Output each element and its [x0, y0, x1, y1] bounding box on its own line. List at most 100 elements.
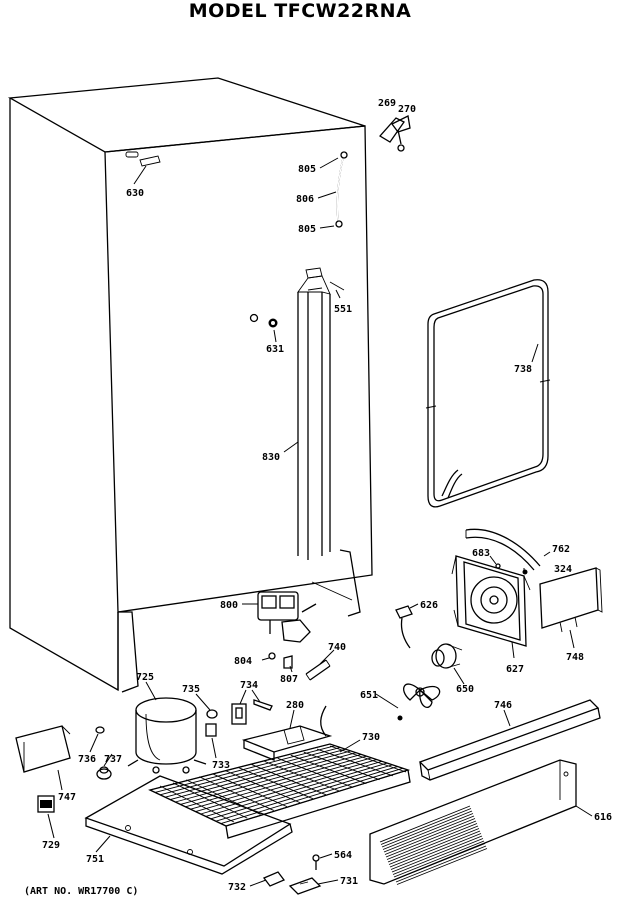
grille-slat: [389, 830, 481, 868]
callout-807: 807: [280, 674, 298, 685]
callout-748: 748: [566, 652, 584, 663]
gasket-738: [425, 279, 551, 508]
callout-683: 683: [472, 548, 490, 559]
grille-slat: [393, 840, 485, 878]
callout-324: 324: [554, 564, 572, 575]
fan-blade-651: [397, 683, 441, 721]
callout-270: 270: [398, 104, 416, 115]
condenser-fin: [199, 776, 274, 811]
callout-616: 616: [594, 812, 612, 823]
condenser-coil: [180, 753, 362, 805]
callout-631: 631: [266, 344, 284, 355]
water-valve-800: [257, 591, 317, 643]
callout-732: 732: [228, 882, 246, 893]
grille-slat: [385, 820, 477, 858]
bracket-747: [15, 725, 71, 773]
callout-762: 762: [552, 544, 570, 555]
callout-735: 735: [182, 684, 200, 695]
callout-729: 729: [42, 840, 60, 851]
condenser-coil: [149, 743, 331, 791]
page-title: MODEL TFCW22RNA: [188, 0, 412, 22]
grille-slat: [383, 815, 475, 853]
condenser-coil: [175, 752, 357, 803]
callout-731: 731: [340, 876, 358, 887]
bracket-280: [241, 705, 333, 761]
callout-747: 747: [58, 792, 76, 803]
strip-762: [465, 528, 541, 571]
condenser-fin: [238, 767, 314, 800]
condenser-fin: [225, 770, 301, 804]
callout-751: 751: [86, 854, 104, 865]
condenser-coil: [225, 769, 409, 827]
callout-800: 800: [220, 600, 238, 611]
grille-slat: [386, 823, 478, 860]
small-parts: [268, 652, 331, 681]
callout-626: 626: [420, 600, 438, 611]
base-pan-751: [84, 775, 293, 875]
grille-slat: [395, 845, 487, 883]
callout-564: 564: [334, 850, 352, 861]
small-hardware: [262, 854, 322, 895]
grille-616: [369, 759, 577, 885]
fan-shroud-627: [451, 555, 531, 647]
condenser-fin: [212, 773, 288, 808]
condenser-coil: [185, 755, 367, 808]
grille-slat: [396, 848, 488, 885]
callout-651: 651: [360, 690, 378, 701]
condenser-coil: [220, 767, 403, 825]
callout-733: 733: [212, 760, 230, 771]
grommets: [95, 726, 112, 780]
callout-labels: 269 270 805 806 805 630 551 631 738 830 …: [42, 98, 612, 893]
callout-551: 551: [334, 304, 352, 315]
callout-736: 736: [78, 754, 96, 765]
condenser-fin: [316, 748, 393, 777]
condenser-fin: [264, 760, 341, 792]
callout-806: 806: [296, 194, 314, 205]
callout-805b: 805: [298, 224, 316, 235]
callout-269: 269: [378, 98, 396, 109]
condenser-coil: [200, 760, 383, 815]
grille-slat: [388, 828, 480, 865]
grille-slat: [384, 818, 476, 855]
callout-627: 627: [506, 664, 524, 675]
callout-730: 730: [362, 732, 380, 743]
callout-650: 650: [456, 684, 474, 695]
bracket-269-270: [378, 115, 411, 152]
cover-748: [539, 567, 603, 633]
condenser-coil: [190, 757, 372, 810]
compressor-725: [127, 697, 207, 774]
relay-734: [205, 699, 273, 737]
leader-lines: [47, 157, 593, 887]
channel-830: [249, 267, 331, 560]
condenser-fin: [329, 745, 407, 773]
condenser-730: [148, 743, 411, 839]
callout-746: 746: [494, 700, 512, 711]
art-number: (ART NO. WR17700 C): [24, 886, 139, 897]
callout-830: 830: [262, 452, 280, 463]
condenser-fin: [172, 782, 248, 819]
condenser-coil: [195, 759, 377, 813]
condenser-fin: [159, 785, 235, 823]
grille-slat: [380, 808, 472, 845]
rail-746: [418, 699, 601, 781]
grille-slat: [382, 813, 474, 850]
grille-slat: [394, 843, 486, 880]
callout-734: 734: [240, 680, 258, 691]
callout-737: 737: [104, 754, 122, 765]
condenser-fin: [290, 754, 367, 784]
condenser-fin: [277, 757, 354, 788]
fan-motor-650: [431, 643, 463, 669]
grille-slat: [392, 838, 484, 875]
callout-630: 630: [126, 188, 144, 199]
condenser-fin: [303, 751, 380, 781]
condenser-fin: [251, 764, 327, 796]
grille-slat: [387, 825, 479, 863]
callout-740: 740: [328, 642, 346, 653]
condenser-coil: [205, 762, 388, 817]
callout-738: 738: [514, 364, 532, 375]
clip-729: [37, 795, 55, 813]
grille-slat: [379, 805, 471, 843]
callout-725: 725: [136, 672, 154, 683]
